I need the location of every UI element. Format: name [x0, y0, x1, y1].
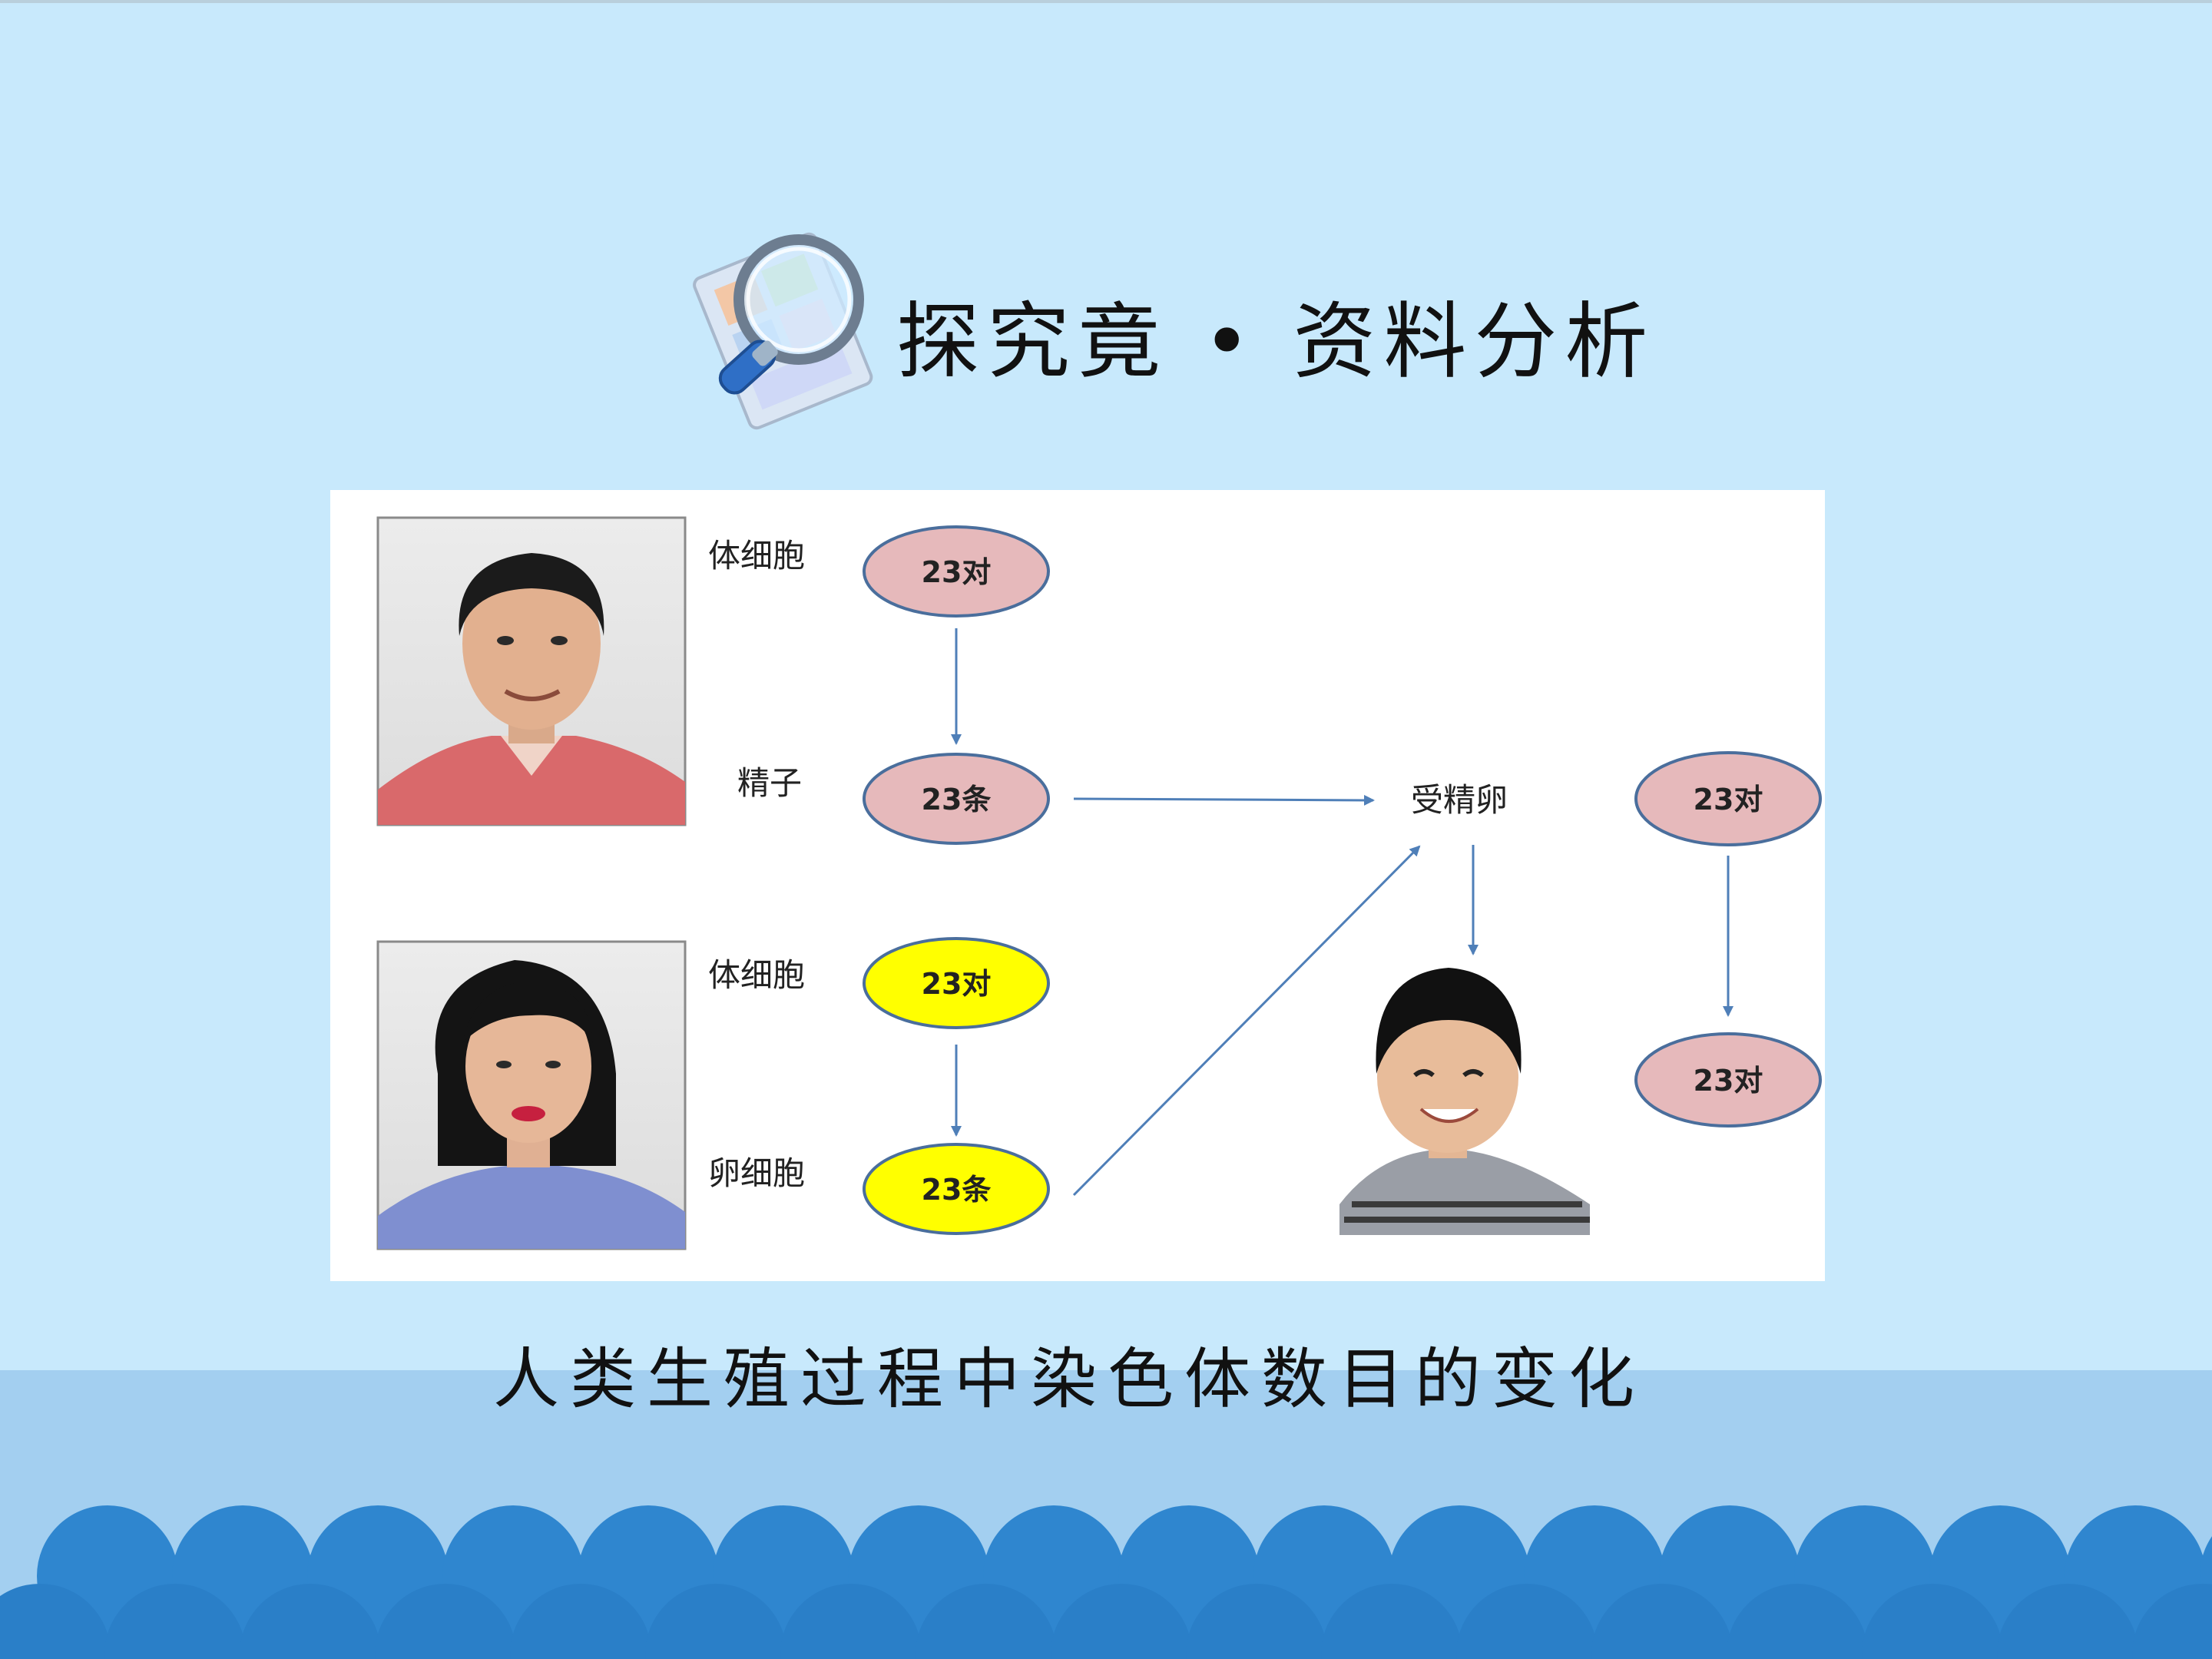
- node-child-top: 23对: [1634, 751, 1822, 846]
- chromosome-diagram: 23对 体细胞 23条 精子 23对 体细胞 23条 卵细胞 受精卵 23对 2…: [376, 516, 1822, 1250]
- slide-title: 探究竟 • 资料分析: [896, 294, 1656, 390]
- diagram-caption: 人类生殖过程中染色体数目的变化: [493, 1341, 1645, 1418]
- wave-scallop: [916, 1584, 1057, 1659]
- node-father-somatic: 23对: [863, 525, 1050, 618]
- arrows: [951, 628, 1734, 1197]
- wave-scallop: [1727, 1584, 1868, 1659]
- node-father-somatic-value: 23对: [922, 555, 992, 589]
- node-child-bottom: 23对: [1634, 1032, 1822, 1128]
- wave-scallop: [780, 1584, 922, 1659]
- node-egg-value: 23条: [922, 1173, 992, 1207]
- wave-scallop: [510, 1584, 651, 1659]
- wave-scallop: [1456, 1584, 1598, 1659]
- wave-scallop: [2132, 1584, 2212, 1659]
- top-border: [0, 0, 2212, 3]
- wave-scallop: [375, 1584, 516, 1659]
- father-photo-icon: [376, 516, 687, 826]
- label-father-somatic: 体细胞: [708, 537, 805, 575]
- arrow-sperm-to-zygote: [1073, 794, 1375, 806]
- wave-scallop: [1051, 1584, 1192, 1659]
- wave-scallop: [1862, 1584, 2003, 1659]
- wave-decoration: [0, 1505, 2212, 1659]
- label-egg: 卵细胞: [708, 1154, 805, 1192]
- child-photo-icon: [1339, 968, 1590, 1235]
- wave-scallop: [1591, 1584, 1733, 1659]
- label-zygote: 受精卵: [1411, 781, 1508, 819]
- diagram-panel: 23对 体细胞 23条 精子 23对 体细胞 23条 卵细胞 受精卵 23对 2…: [330, 490, 1825, 1281]
- wave-scallop: [1997, 1584, 2138, 1659]
- wave-scallop: [1186, 1584, 1327, 1659]
- wave-scallop: [645, 1584, 786, 1659]
- arrow-egg-to-zygote: [1072, 845, 1421, 1197]
- mother-photo-icon: [376, 940, 687, 1250]
- wave-scallop: [240, 1584, 381, 1659]
- node-child-top-value: 23对: [1694, 783, 1763, 816]
- label-sperm: 精子: [737, 764, 802, 802]
- wave-scallop: [104, 1584, 246, 1659]
- node-mother-somatic: 23对: [863, 937, 1050, 1029]
- magnifier-icon: [693, 232, 873, 430]
- title-group: 探究竟 • 资料分析: [687, 215, 1647, 438]
- node-mother-somatic-value: 23对: [922, 967, 992, 1001]
- node-child-bottom-value: 23对: [1694, 1064, 1763, 1098]
- wave-scallop: [1321, 1584, 1462, 1659]
- node-sperm-value: 23条: [922, 783, 992, 816]
- wave-scallop: [0, 1584, 111, 1659]
- node-egg: 23条: [863, 1143, 1050, 1235]
- label-mother-somatic: 体细胞: [708, 956, 805, 994]
- node-sperm: 23条: [863, 753, 1050, 845]
